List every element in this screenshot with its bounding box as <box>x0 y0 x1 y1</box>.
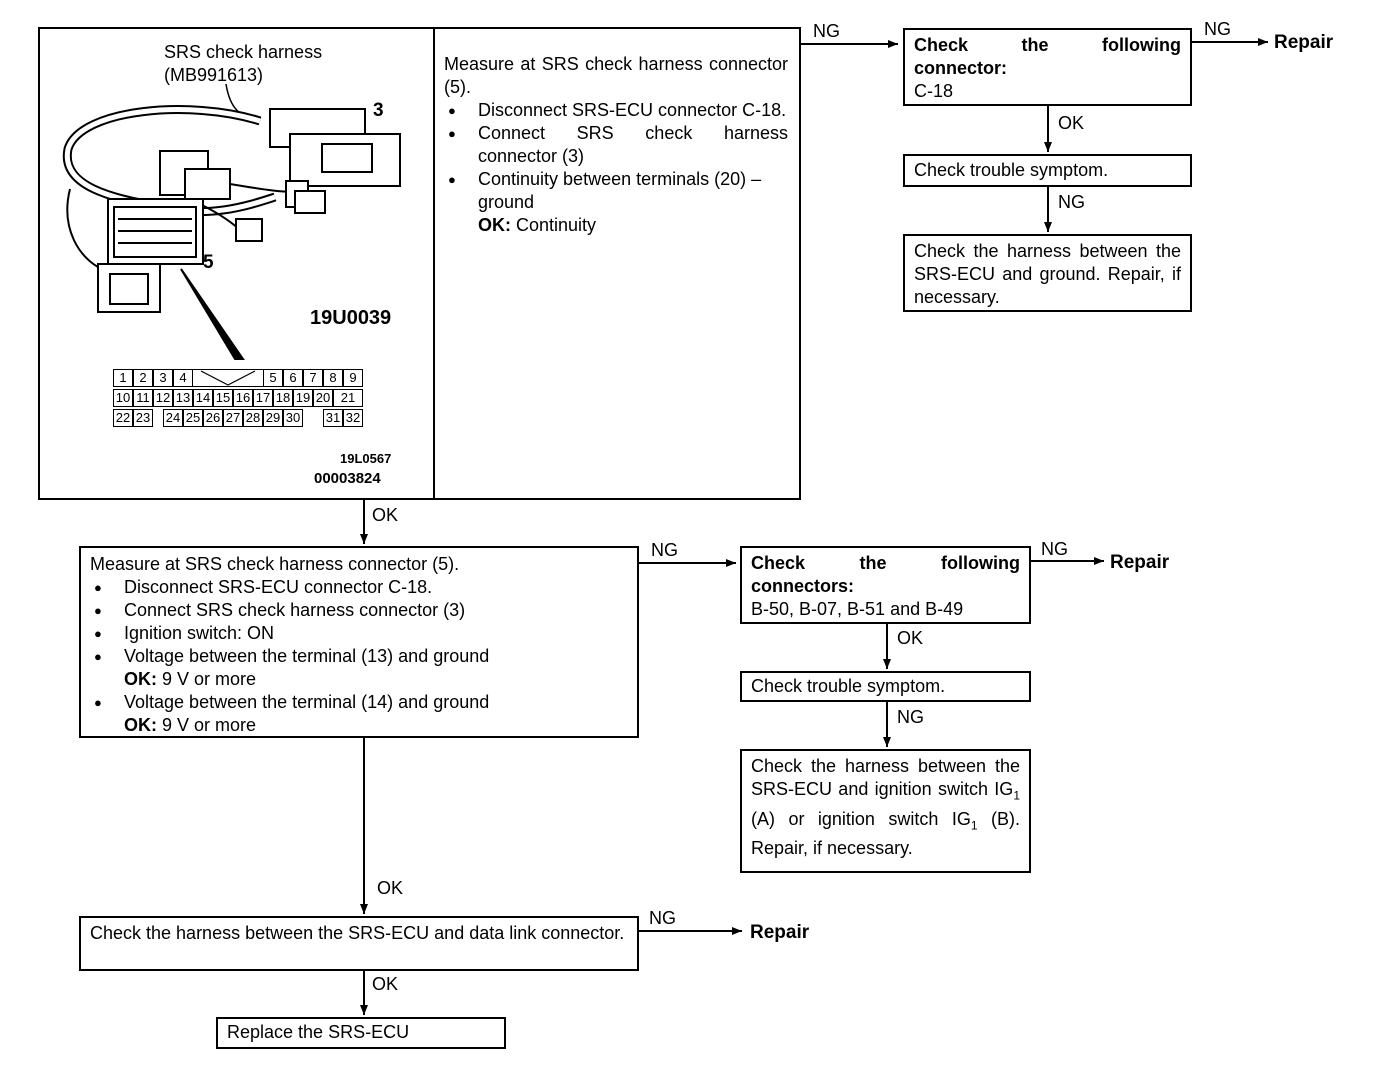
step2-intro: Measure at SRS check harness connector (… <box>90 554 460 574</box>
connector-label-3: 3 <box>373 100 384 121</box>
connector-label-5: 5 <box>203 252 214 273</box>
step1-bullet: Disconnect SRS-ECU connector C-18. <box>444 99 788 122</box>
step2-bullet: Voltage between the terminal (13) and gr… <box>90 645 628 691</box>
step2-ok-label: OK <box>377 878 404 898</box>
pin-cell: 15 <box>213 389 233 407</box>
pin-cell: 20 <box>313 389 333 407</box>
harness-drawing <box>62 83 401 360</box>
step1-bullets: Disconnect SRS-ECU connector C-18. Conne… <box>444 99 788 237</box>
step2-bullet: Connect SRS check harness connector (3) <box>90 599 628 622</box>
step2-ok-criterion: OK: 9 V or more <box>124 715 257 735</box>
pin-cell: 18 <box>273 389 293 407</box>
branch2-harness-box: Check the harness between the SRS-ECU an… <box>740 749 1031 873</box>
pin-cell: 14 <box>193 389 213 407</box>
pin-cell: 6 <box>283 369 303 387</box>
branch2-repair: Repair <box>1110 552 1170 573</box>
pin-cell: 1 <box>113 369 133 387</box>
pin-cell: 12 <box>153 389 173 407</box>
branch2-ok-label: OK <box>897 628 924 648</box>
pin-cell: 27 <box>223 409 243 427</box>
pin-cell: 9 <box>343 369 363 387</box>
figure-code-3: 00003824 <box>314 470 381 487</box>
step1-bullet: Continuity between terminals (20) – grou… <box>444 168 788 237</box>
step2-bullet: Disconnect SRS-ECU connector C-18. <box>90 576 628 599</box>
pin-cell: 19 <box>293 389 313 407</box>
pin-cell: 32 <box>343 409 363 427</box>
figure-code-1: 19U0039 <box>310 307 392 329</box>
branch2-trouble-box: Check trouble symptom. <box>740 671 1031 702</box>
pin-cell: 3 <box>153 369 173 387</box>
pin-cell: 13 <box>173 389 193 407</box>
branch1-ok-label: OK <box>1058 113 1085 133</box>
pin-cell: 28 <box>243 409 263 427</box>
step3-box: Check the harness between the SRS-ECU an… <box>79 916 639 971</box>
pin-cell: 29 <box>263 409 283 427</box>
step3-repair: Repair <box>750 922 810 943</box>
step3-ng-label: NG <box>649 908 676 928</box>
pin-cell: 10 <box>113 389 133 407</box>
pin-cell: 26 <box>203 409 223 427</box>
pin-cell: 8 <box>323 369 343 387</box>
step2-box: Measure at SRS check harness connector (… <box>79 546 639 738</box>
step2-bullet: Ignition switch: ON <box>90 622 628 645</box>
pin-cell: 16 <box>233 389 253 407</box>
pin-cell: 11 <box>133 389 153 407</box>
step2-bullet: Voltage between the terminal (14) and gr… <box>90 691 628 737</box>
pin-notch-mark <box>200 370 256 386</box>
figure-code-2: 19L0567 <box>340 451 392 466</box>
branch1-ng-label: NG <box>1204 19 1231 39</box>
step2-bullets: Disconnect SRS-ECU connector C-18. Conne… <box>90 576 628 737</box>
branch1-trouble-box: Check trouble symptom. <box>903 154 1192 187</box>
step1-ng-label: NG <box>813 21 840 41</box>
pin-cell: 31 <box>323 409 343 427</box>
step1-intro: Measure at SRS check harness connector (… <box>444 54 788 97</box>
pin-cell-notch <box>193 369 263 387</box>
pin-cell: 4 <box>173 369 193 387</box>
pin-cell: 5 <box>263 369 283 387</box>
pin-cell: 30 <box>283 409 303 427</box>
pin-layout: 1 2 3 4 5 6 7 8 9 10 11 12 13 14 15 16 1… <box>113 369 373 431</box>
pin-cell: 25 <box>183 409 203 427</box>
step2-ok-criterion: OK: 9 V or more <box>124 669 257 689</box>
pin-cell: 17 <box>253 389 273 407</box>
branch2-ng2-label: NG <box>897 707 924 727</box>
pin-cell: 22 <box>113 409 133 427</box>
step1-instructions: Measure at SRS check harness connector (… <box>435 49 797 241</box>
step1-ok-label: OK <box>372 505 399 525</box>
pin-cell: 23 <box>133 409 153 427</box>
step1-bullet: Connect SRS check harness connector (3) <box>444 122 788 168</box>
branch1-harness-box: Check the harness between the SRS-ECU an… <box>903 234 1192 312</box>
final-box: Replace the SRS-ECU <box>216 1017 506 1049</box>
harness-figure-panel: SRS check harness (MB991613) <box>40 29 435 498</box>
pin-cell: 21 <box>333 389 363 407</box>
step1-ok-criterion: OK: Continuity <box>478 215 597 235</box>
pin-cell: 24 <box>163 409 183 427</box>
branch1-repair: Repair <box>1274 32 1334 53</box>
branch2-ng-label: NG <box>1041 539 1068 559</box>
step1-box: SRS check harness (MB991613) <box>38 27 801 500</box>
pin-cell: 2 <box>133 369 153 387</box>
step3-ok-label: OK <box>372 974 399 994</box>
branch1-ng2-label: NG <box>1058 192 1085 212</box>
pin-cell: 7 <box>303 369 323 387</box>
harness-label: SRS check harness (MB991613) <box>164 42 323 85</box>
step2-ng-label: NG <box>651 540 678 560</box>
